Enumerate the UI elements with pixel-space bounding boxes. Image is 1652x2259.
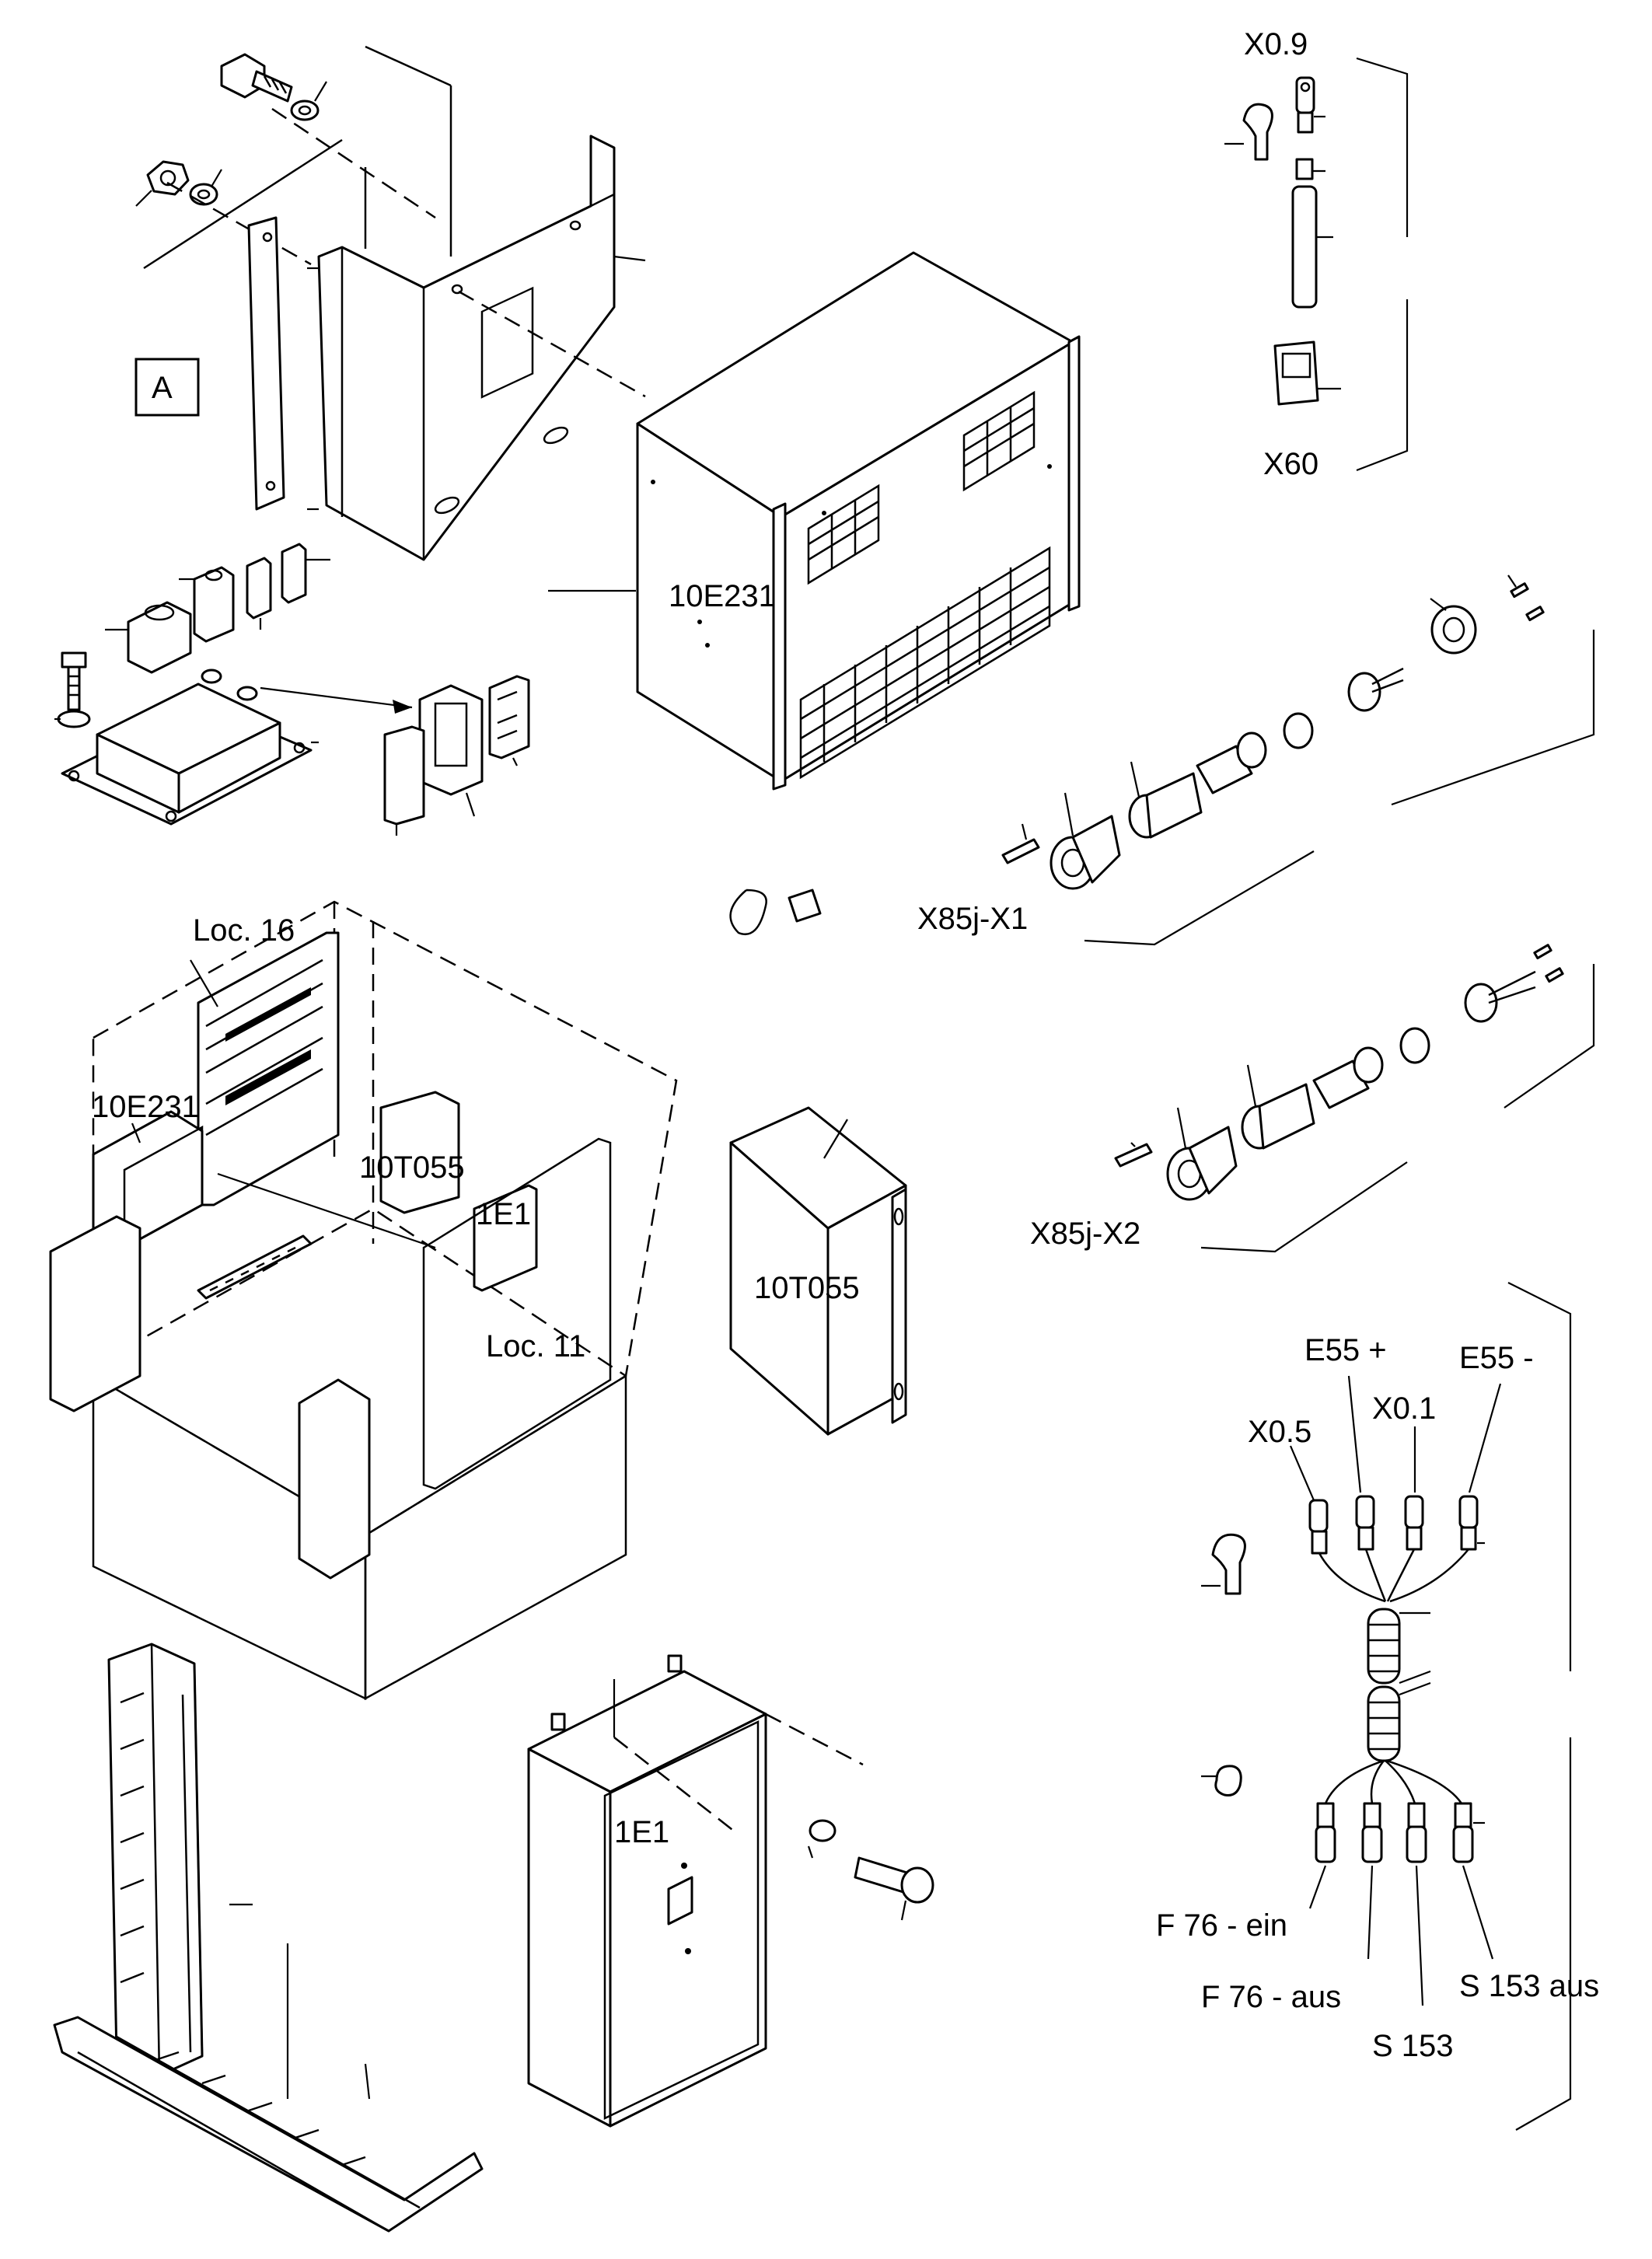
washer-icon <box>189 183 218 206</box>
sleeve-icon <box>1128 772 1203 839</box>
washer-icon <box>290 100 320 121</box>
connector-x60-icon <box>1273 340 1319 406</box>
label-s153: S 153 <box>1372 2029 1454 2063</box>
box-1e1: 1E1 <box>527 1654 934 2128</box>
label-x60: X60 <box>1263 447 1318 481</box>
cap-screw-icon <box>854 1856 934 1904</box>
connector-x85j-x2: X85j-X2 <box>1030 944 1595 1253</box>
label-f76-aus: F 76 - aus <box>1201 1980 1341 2014</box>
boot-small-icon <box>1214 1765 1242 1796</box>
flat-bar <box>247 216 285 511</box>
ring-terminal-icon <box>1295 76 1315 134</box>
label-x01: X0.1 <box>1372 1391 1436 1426</box>
bent-bracket <box>317 134 616 561</box>
upper-lugs <box>1308 1495 1479 1603</box>
cable-duct <box>53 1643 484 2233</box>
transformer-10t055: 10T055 <box>729 1106 907 1436</box>
relay-socket-assembly <box>54 543 530 836</box>
label-1e1-box: 1E1 <box>614 1815 669 1849</box>
enclosure-10e231: 10E231 <box>548 251 1081 791</box>
label-loc-16: Loc. 16 <box>193 913 295 948</box>
boot-icon <box>1211 1533 1246 1595</box>
label-s153-aus: S 153 aus <box>1459 1969 1599 2003</box>
callout-a-label: A <box>152 371 173 405</box>
label-x85j-x2: X85j-X2 <box>1030 1217 1140 1251</box>
screw-icon <box>57 651 91 728</box>
washer-icon <box>809 1819 836 1842</box>
mounting-bracket-assembly <box>135 45 646 561</box>
label-1e1-cabinet: 1E1 <box>476 1197 531 1231</box>
main-cabinet: Loc. 16 10E231 10T055 1E1 Loc. 11 <box>49 900 678 1701</box>
connector-x85j-x1: X85j-X1 <box>729 574 1595 946</box>
cable-tie-icon <box>729 889 767 935</box>
label-x09: X0.9 <box>1244 27 1308 61</box>
hex-bolt-icon <box>220 53 293 103</box>
label-x85j-x1: X85j-X1 <box>917 902 1028 936</box>
label-loc-11: Loc. 11 <box>486 1329 585 1363</box>
callout-a: A <box>134 358 200 417</box>
cable-x09-x60: X0.9 X60 <box>1224 27 1409 481</box>
label-10e231-cabinet: 10E231 <box>92 1090 199 1124</box>
label-f76-ein: F 76 - ein <box>1156 1908 1287 1943</box>
label-x05: X0.5 <box>1248 1415 1311 1449</box>
coupling-icon <box>1196 731 1267 794</box>
label-e55-minus: E55 - <box>1459 1341 1534 1375</box>
vent-grid <box>799 390 1051 780</box>
label-10t055-cabinet: 10T055 <box>359 1150 465 1185</box>
lower-lugs <box>1315 1759 1474 1863</box>
hex-nut-icon <box>146 160 190 196</box>
label-10e231-top: 10E231 <box>669 579 776 613</box>
label-10t055-box: 10T055 <box>754 1271 860 1305</box>
wiring-harness: E55 + E55 - X0.5 X0.1 <box>1156 1282 1599 2131</box>
pin-icon <box>1001 838 1040 864</box>
adapter-icon <box>1050 815 1121 890</box>
sleeve-coil-icon <box>1367 1608 1401 1762</box>
nut-icon <box>1430 605 1477 655</box>
clip-icon <box>788 889 822 923</box>
pin-icon <box>1114 1143 1153 1168</box>
label-e55-plus: E55 + <box>1304 1333 1387 1367</box>
boot-icon <box>1242 103 1273 161</box>
